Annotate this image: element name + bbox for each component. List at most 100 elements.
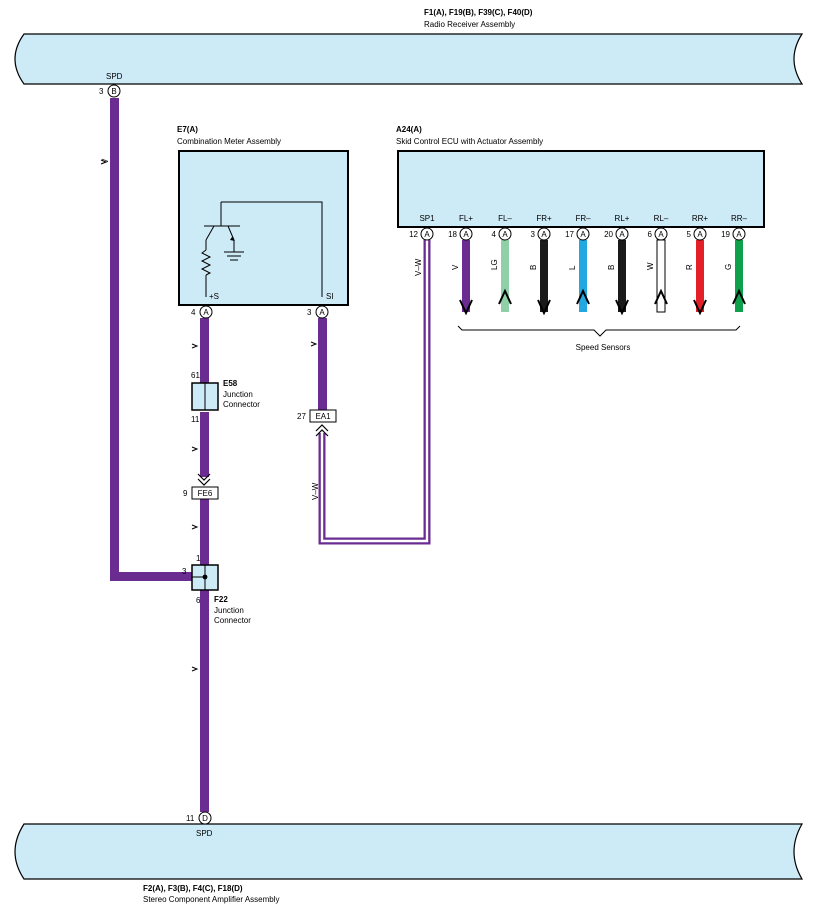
ecu-wire-label-fl-plus: V [451, 264, 460, 270]
ecu-arrow-in-fr-minus [576, 288, 590, 305]
meter-pin-right-letter: A [319, 308, 325, 317]
ecu-wire-label-fr-plus: B [529, 265, 538, 270]
ecu-pin-letter-fl-plus: A [463, 230, 469, 239]
wire-left-horizontal [110, 572, 205, 581]
wire-meter-to-e58 [200, 318, 209, 383]
meter-pin-right [315, 305, 329, 319]
ecu-pin-fl-minus [498, 227, 512, 241]
radio-receiver-terminal: SPD [106, 72, 123, 81]
meter-box [178, 150, 349, 306]
ecu-pin-number-fl-plus: 18 [448, 230, 457, 239]
wire-label-meter-lower: V–W [311, 482, 320, 500]
main-wires [110, 98, 327, 812]
ecu-pin-number-rr-minus: 19 [721, 230, 730, 239]
stereo-amp-pin-letter: D [202, 814, 208, 823]
stereo-amp-pin [198, 811, 212, 825]
ecu-wire-fl-plus [462, 240, 470, 312]
ecu-pin-letter-rl-minus: A [658, 230, 664, 239]
ecu-name: Skid Control ECU with Actuator Assembly [396, 137, 543, 146]
meter-pin-right-number: 3 [307, 308, 312, 317]
ecu-pin-rr-minus [732, 227, 746, 241]
stereo-amp-name: Stereo Component Amplifier Assembly [143, 895, 280, 904]
ecu-arrow-in-fl-minus [498, 288, 512, 305]
f22-splice-dot [202, 574, 208, 580]
stereo-amp-terminal: SPD [196, 829, 213, 838]
ecu-pin-number-fr-minus: 17 [565, 230, 574, 239]
ecu-wire-label-rr-minus: G [724, 264, 733, 270]
fe6-chevron-icon [197, 473, 211, 486]
fe6-connector [191, 486, 219, 500]
speed-sensors-bracket [457, 325, 741, 337]
ecu-terminal-fl-minus: FL– [498, 214, 512, 223]
wire-label-left-main: V [101, 158, 110, 164]
ecu-terminal-rr-minus: RR– [731, 214, 748, 223]
ecu-wire-fr-minus [579, 240, 587, 312]
ecu-arrow-out-rr-plus [693, 299, 707, 316]
ea1-pin: 27 [297, 412, 306, 421]
ecu-terminal-rl-plus: RL+ [615, 214, 630, 223]
meter-name: Combination Meter Assembly [177, 137, 281, 146]
meter-terminal-right: SI [326, 292, 334, 301]
ecu-pin-letter-fl-minus: A [502, 230, 508, 239]
ecu-box [397, 150, 765, 228]
ecu-arrow-in-rl-minus [654, 288, 668, 305]
radio-receiver-name: Radio Receiver Assembly [424, 20, 515, 29]
radio-receiver-pin [107, 84, 121, 98]
e58-pin-top: 61 [191, 371, 200, 380]
wire-f22-to-stereo [200, 590, 209, 812]
ecu-pin-fr-minus [576, 227, 590, 241]
ecu-code: A24(A) [396, 125, 422, 134]
e58-pin-bottom: 11 [191, 415, 200, 424]
meter-pin-left-letter: A [203, 308, 209, 317]
f22-name-line2: Connector [214, 616, 251, 625]
meter-pin-left [199, 305, 213, 319]
ecu-pin-letter-rr-minus: A [736, 230, 742, 239]
ecu-wire-rl-plus [618, 240, 626, 312]
ecu-wire-rl-minus [656, 239, 666, 313]
radio-receiver-pin-number: 3 [99, 87, 104, 96]
wire-si-to-ea1 [318, 318, 327, 410]
ea1-connector [309, 409, 337, 423]
ecu-wire-rr-minus [735, 240, 743, 312]
fe6-code: FE6 [198, 489, 213, 498]
e58-code: E58 [223, 379, 238, 388]
ecu-pin-letter-fr-plus: A [541, 230, 547, 239]
radio-receiver-codes: F1(A), F19(B), F39(C), F40(D) [424, 8, 533, 17]
ecu-pin-letter-fr-minus: A [580, 230, 586, 239]
meter-internal-circuit [200, 201, 323, 297]
ecu-wire-label-fr-minus: L [568, 265, 577, 270]
ecu-arrow-in-rr-minus [732, 288, 746, 305]
meter-terminal-left: +S [209, 292, 219, 301]
ecu-wire-label-rl-minus: W [646, 262, 655, 270]
ecu-pin-letter-rr-plus: A [697, 230, 703, 239]
f22-pin-bottom: 6 [196, 596, 201, 605]
wire-vw-sp1 [318, 240, 431, 545]
ecu-pin-fl-plus [459, 227, 473, 241]
meter-code: E7(A) [177, 125, 198, 134]
speed-sensors-label: Speed Sensors [576, 343, 631, 352]
meter-pin-left-number: 4 [191, 308, 196, 317]
ecu-terminal-rl-minus: RL– [654, 214, 669, 223]
ecu-wire-label-fl-minus: LG [490, 259, 499, 270]
fe6-pin: 9 [183, 489, 188, 498]
ecu-pin-number-fl-minus: 4 [492, 230, 497, 239]
transistor-arrow [230, 237, 235, 241]
ecu-wire-fr-plus [540, 240, 548, 312]
f22-pin-top: 1 [196, 554, 201, 563]
ecu-arrow-out-fr-plus [537, 299, 551, 316]
ecu-pin-number-rr-plus: 5 [687, 230, 692, 239]
wire-e58-to-fe6 [200, 412, 209, 477]
ecu-pin-letter-rl-plus: A [619, 230, 625, 239]
ecu-terminal-sp1: SP1 [419, 214, 435, 223]
radio-receiver-bus [14, 33, 804, 85]
ecu-wire-fl-minus [501, 240, 509, 312]
ecu-pin-rl-plus [615, 227, 629, 241]
ecu-pin-letter-sp1: A [424, 230, 430, 239]
ecu-arrow-out-rl-plus [615, 299, 629, 316]
ecu-pin-sp1 [420, 227, 434, 241]
ea1-chevron-icon [315, 424, 329, 437]
e58-name-line1: Junction [223, 390, 253, 399]
ecu-terminal-fl-plus: FL+ [459, 214, 473, 223]
e58-name-line2: Connector [223, 400, 260, 409]
